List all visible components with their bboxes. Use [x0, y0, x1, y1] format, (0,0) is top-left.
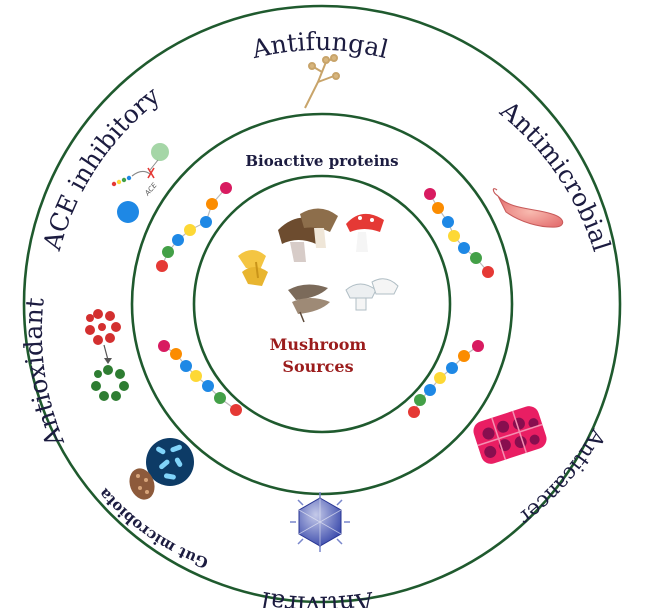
fungal-spore-icon — [304, 54, 340, 109]
peptide-bead — [482, 266, 494, 278]
peptide-chain-top-right — [424, 188, 494, 278]
peptide-bead — [190, 370, 202, 382]
mushroom-label: Mushroom — [270, 335, 367, 354]
gut-microbiota-label: Gut microbiota — [95, 484, 211, 571]
peptide-bead — [230, 404, 242, 416]
mushroom-icon — [238, 250, 268, 286]
peptide-bead — [200, 216, 212, 228]
peptide-bead — [414, 394, 426, 406]
antifungal-label: Antifungal — [248, 27, 391, 64]
peptide-bead — [220, 182, 232, 194]
peptide-chain-top-left — [156, 182, 232, 272]
peptide-chain-bottom-right — [408, 340, 484, 418]
sources-label: Sources — [282, 357, 353, 376]
peptide-bead — [408, 406, 420, 418]
peptide-bead — [446, 362, 458, 374]
peptide-bead — [470, 252, 482, 264]
peptide-bead — [172, 234, 184, 246]
peptide-bead — [458, 350, 470, 362]
mushroom-icon — [288, 284, 330, 323]
mushroom-icon — [345, 278, 399, 311]
peptide-bead — [424, 188, 436, 200]
peptide-bead — [472, 340, 484, 352]
bioactive-proteins-heading: Bioactive proteins — [245, 152, 398, 170]
peptide-chain-bottom-left — [158, 340, 242, 416]
mushroom-icon — [278, 208, 338, 262]
gut-microbiota-icon — [129, 438, 194, 500]
cancer-cells-icon — [473, 406, 547, 464]
peptide-bead — [432, 202, 444, 214]
antiviral-label: Antiviral — [259, 586, 376, 608]
peptide-bead — [214, 392, 226, 404]
peptide-bead — [202, 380, 214, 392]
mushroom-icon — [346, 213, 384, 252]
antioxidant-molecule-icon — [85, 309, 129, 401]
peptide-bead — [458, 242, 470, 254]
middle-ring — [130, 112, 514, 496]
peptide-bead — [448, 230, 460, 242]
virus-icon — [290, 492, 350, 552]
peptide-bead — [156, 260, 168, 272]
outer-ring — [22, 4, 622, 604]
peptide-bead — [162, 246, 174, 258]
peptide-bead — [170, 348, 182, 360]
ace-inhibition-icon: ACE — [111, 143, 169, 223]
inner-ring — [192, 174, 452, 434]
peptide-bead — [434, 372, 446, 384]
peptide-bead — [158, 340, 170, 352]
peptide-bead — [184, 224, 196, 236]
ace-label: ACE — [143, 181, 159, 198]
peptide-bead — [424, 384, 436, 396]
bacterium-icon — [492, 188, 564, 228]
peptide-bead — [442, 216, 454, 228]
antioxidant-label: Antioxidant — [19, 296, 70, 451]
peptide-bead — [206, 198, 218, 210]
peptide-bead — [180, 360, 192, 372]
